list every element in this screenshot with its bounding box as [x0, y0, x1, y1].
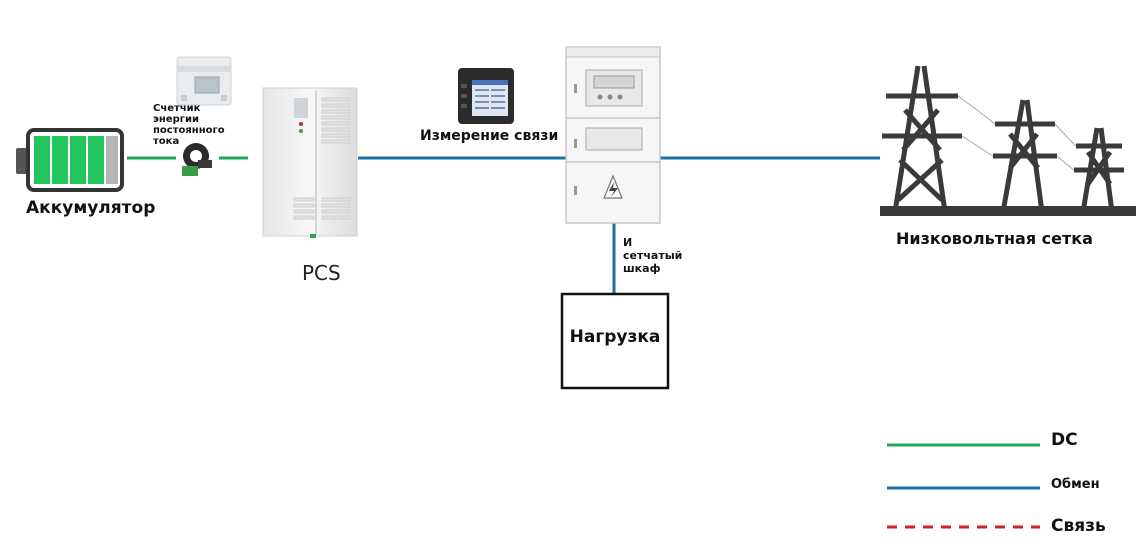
- legend-dc-label: DC: [1051, 430, 1078, 450]
- current-sensor-icon: [182, 143, 212, 176]
- din-rail-meter-icon: [176, 56, 232, 106]
- pcs-cabinet-icon: [262, 87, 358, 238]
- transmission-tower-icon: [880, 65, 1136, 216]
- battery-icon: [16, 128, 124, 192]
- grid-label: Низковольтная сетка: [896, 229, 1093, 248]
- cabinet-label: И сетчатый шкаф: [623, 236, 683, 276]
- power-meter-icon: [458, 68, 514, 124]
- load-box: [560, 292, 670, 390]
- load-label: Нагрузка: [569, 327, 661, 347]
- pcs-label: PCS: [302, 261, 341, 285]
- battery-label: Аккумулятор: [26, 198, 156, 218]
- dc-meter-label: Счетчик энергии постоянного тока: [153, 103, 225, 147]
- legend-exchange-label: Обмен: [1051, 477, 1100, 492]
- comm-measure-label: Измерение связи: [420, 128, 559, 144]
- switchgear-cabinet-icon: [565, 46, 661, 224]
- legend-communication-label: Связь: [1051, 516, 1106, 536]
